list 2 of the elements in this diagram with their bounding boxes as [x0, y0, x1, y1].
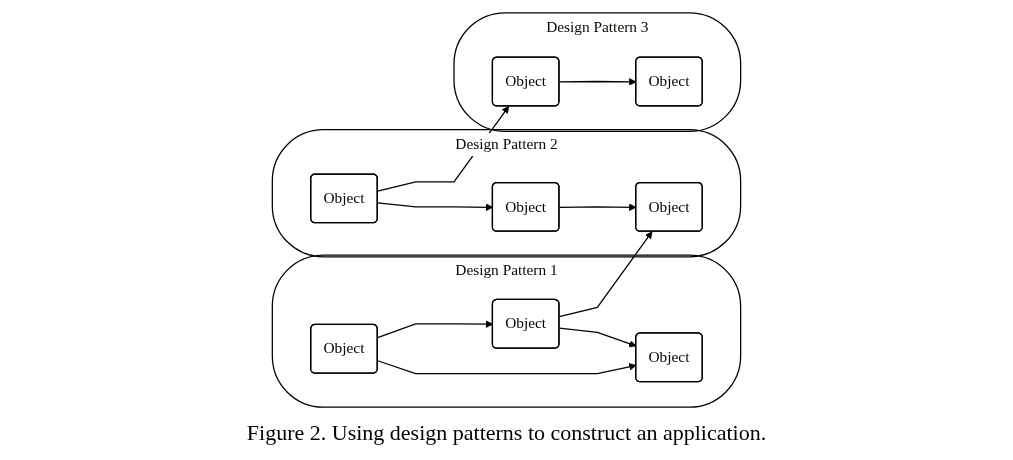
figure-caption: Figure 2. Using design patterns to construct an application.	[246, 420, 767, 446]
arrow	[558, 231, 653, 318]
